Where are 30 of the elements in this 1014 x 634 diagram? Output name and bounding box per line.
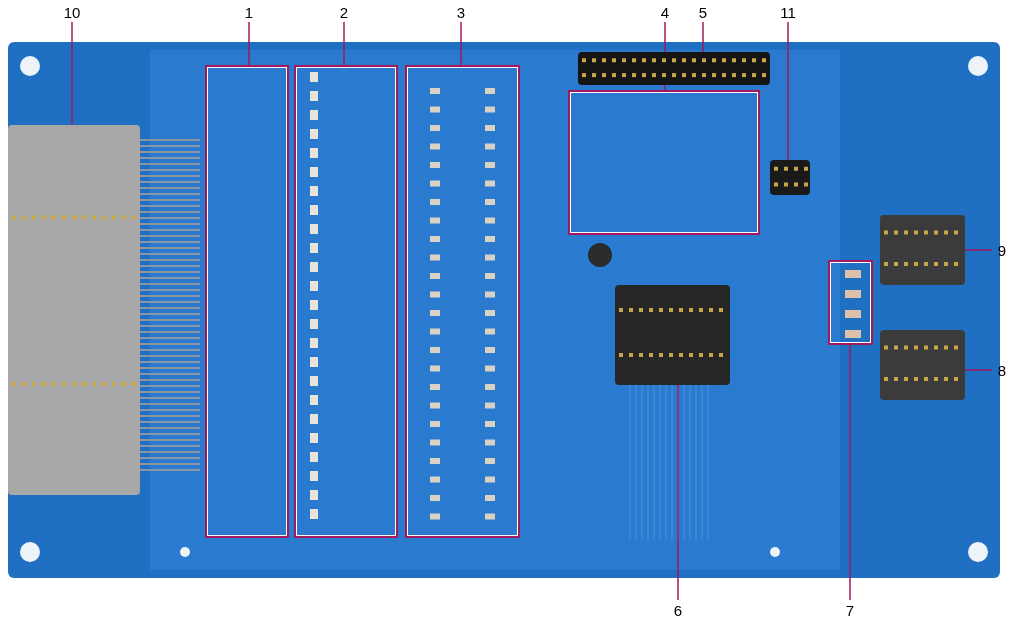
highlight-frame [828, 260, 873, 345]
connector-socket [880, 330, 965, 400]
callout-number: 7 [845, 602, 855, 618]
callout-number: 3 [456, 4, 466, 20]
highlight-frame [205, 65, 289, 538]
leader-line [71, 21, 73, 126]
callout-number: 5 [698, 4, 708, 20]
leader-line [702, 21, 704, 53]
highlight-frame [405, 65, 520, 538]
callout-number: 4 [660, 4, 670, 20]
leader-line [849, 344, 851, 601]
leader-line [964, 249, 993, 251]
highlight-frame [568, 90, 760, 235]
leader-line [343, 21, 345, 66]
connector-socket [880, 215, 965, 285]
callout-number: 1 [244, 4, 254, 20]
ic-chip [615, 285, 730, 385]
leader-line [787, 21, 789, 161]
edge-connector [8, 125, 140, 495]
callout-number: 6 [673, 602, 683, 618]
leader-line [248, 21, 250, 66]
ic-chip [770, 160, 810, 195]
highlight-frame [294, 65, 398, 538]
pin-header [578, 52, 770, 85]
callout-number: 2 [339, 4, 349, 20]
leader-line [460, 21, 462, 66]
leader-line [964, 369, 993, 371]
callout-number: 11 [780, 4, 796, 20]
leader-line [677, 384, 679, 601]
callout-number: 10 [63, 4, 81, 20]
